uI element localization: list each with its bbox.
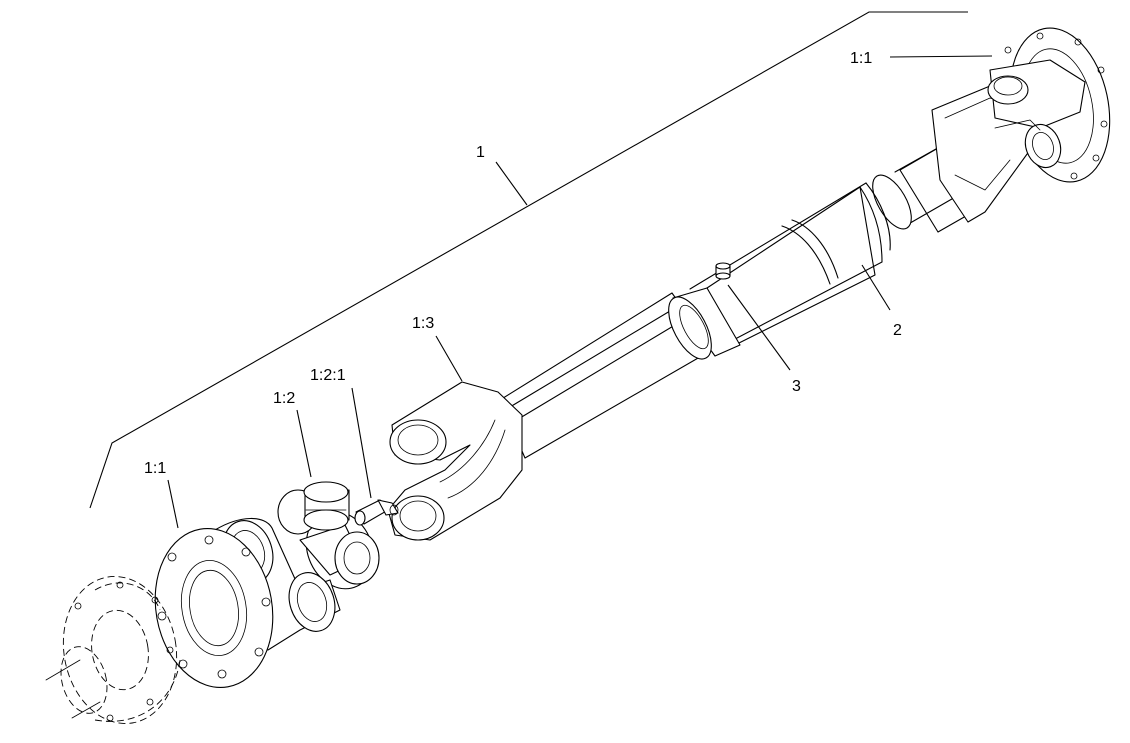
callout-2: 2 <box>893 322 902 339</box>
slip-collar <box>668 287 741 360</box>
slip-yoke-left <box>387 381 523 541</box>
leader-1-2 <box>296 409 312 478</box>
callout-1-2: 1:2 <box>273 390 295 407</box>
callout-1-1-top: 1:1 <box>850 50 872 67</box>
leader-2 <box>861 264 891 311</box>
leader-1-1-bottom <box>167 479 179 529</box>
callout-3: 3 <box>792 378 801 395</box>
leader-1 <box>495 161 528 206</box>
leader-3 <box>727 284 791 371</box>
leader-1-2-1 <box>351 387 372 499</box>
leader-1-3 <box>435 335 463 382</box>
callout-1-1-bottom: 1:1 <box>144 460 166 477</box>
callout-1-2-1: 1:2:1 <box>310 367 346 384</box>
callout-1: 1 <box>476 144 485 161</box>
grease-nipple <box>715 262 731 280</box>
callout-labels: 1 1:1 1:1 1:2 1:2:1 1:3 2 3 <box>144 50 902 477</box>
assembly-bracket <box>89 11 968 509</box>
flange-yoke-right <box>931 27 1111 223</box>
cross-bearing <box>277 481 380 590</box>
leader-1-1-top <box>889 55 993 58</box>
callout-1-3: 1:3 <box>412 315 434 332</box>
grease-nipple-cross <box>354 499 399 526</box>
leader-lines <box>167 55 993 529</box>
flange-yoke-left <box>154 517 341 688</box>
mating-flange-phantom <box>45 576 181 724</box>
